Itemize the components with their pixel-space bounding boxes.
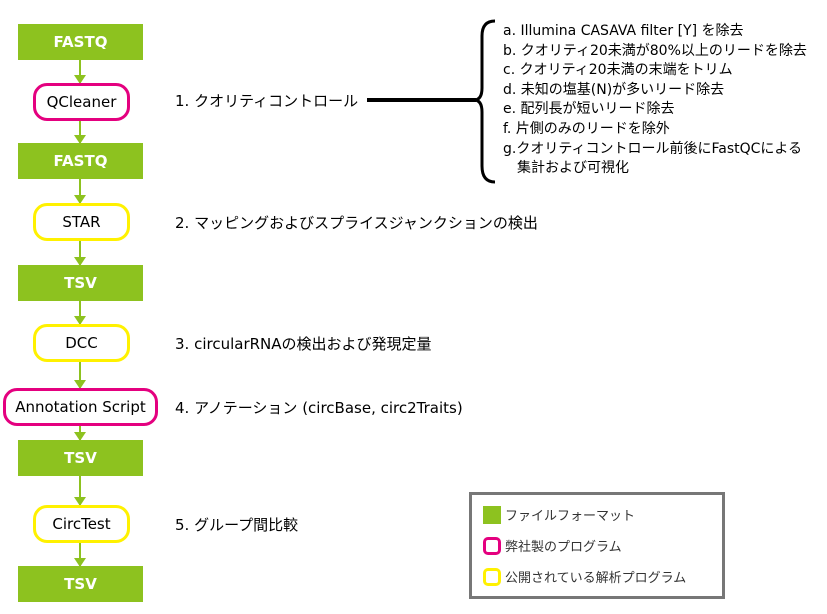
step-2-label: 2. マッピングおよびスプライスジャンクションの検出 [175, 214, 538, 232]
flow-arrow [74, 60, 86, 84]
flow-arrow [74, 179, 86, 204]
node-star: STAR [33, 203, 130, 241]
qc-detail-item: e. 配列長が短いリード除去 [503, 101, 675, 118]
legend-item-inhouse-program: 弊社製のプログラム [483, 536, 622, 555]
inhouse-program-swatch-icon [483, 536, 501, 555]
node-fastq-cleaned: FASTQ [18, 143, 143, 179]
node-qcleaner: QCleaner [33, 83, 130, 121]
qc-detail-item: b. クオリティ20未満が80%以上のリードを除去 [503, 42, 807, 59]
public-program-swatch-icon [483, 567, 501, 586]
qc-detail-item: 集計および可視化 [503, 160, 629, 177]
step-5-label: 5. グループ間比較 [175, 516, 299, 534]
qc-detail-item: g.クオリティコントロール前後にFastQCによる [503, 140, 803, 157]
curly-brace [473, 19, 496, 184]
node-dcc: DCC [33, 324, 130, 362]
node-annotation-script: Annotation Script [3, 388, 158, 426]
legend-label: ファイルフォーマット [505, 509, 636, 524]
flow-arrow [74, 301, 86, 325]
legend-label: 弊社製のプログラム [505, 540, 622, 555]
flow-arrow [74, 121, 86, 144]
qc-detail-item: f. 片側のみのリードを除外 [503, 120, 670, 137]
file-format-swatch-icon [483, 505, 501, 524]
flow-arrow [74, 241, 86, 266]
flow-arrow [74, 362, 86, 389]
flow-arrow [74, 476, 86, 506]
legend-label: 公開されている解析プログラム [505, 571, 687, 586]
node-fastq-input: FASTQ [18, 24, 143, 60]
node-tsv-1: TSV [18, 265, 143, 301]
qc-detail-item: d. 未知の塩基(N)が多いリード除去 [503, 81, 725, 98]
step-1-label: 1. クオリティコントロール [175, 92, 359, 110]
node-tsv-2: TSV [18, 440, 143, 476]
flow-arrow [74, 543, 86, 567]
legend: ファイルフォーマット 弊社製のプログラム 公開されている解析プログラム [469, 492, 725, 599]
node-circtest: CircTest [33, 505, 130, 543]
legend-item-file-format: ファイルフォーマット [483, 505, 635, 524]
step-4-label: 4. アノテーション (circBase, circ2Traits) [175, 399, 463, 417]
flow-arrow [74, 426, 86, 441]
qc-detail-item: c. クオリティ20未満の末端をトリム [503, 62, 733, 79]
node-tsv-3: TSV [18, 566, 143, 602]
qc-detail-item: a. Illumina CASAVA filter [Y] を除去 [503, 23, 744, 39]
legend-item-public-program: 公開されている解析プログラム [483, 567, 686, 586]
qc-detail-list: a. Illumina CASAVA filter [Y] を除去 b. クオリ… [503, 22, 807, 179]
step-3-label: 3. circularRNAの検出および発現定量 [175, 335, 432, 353]
